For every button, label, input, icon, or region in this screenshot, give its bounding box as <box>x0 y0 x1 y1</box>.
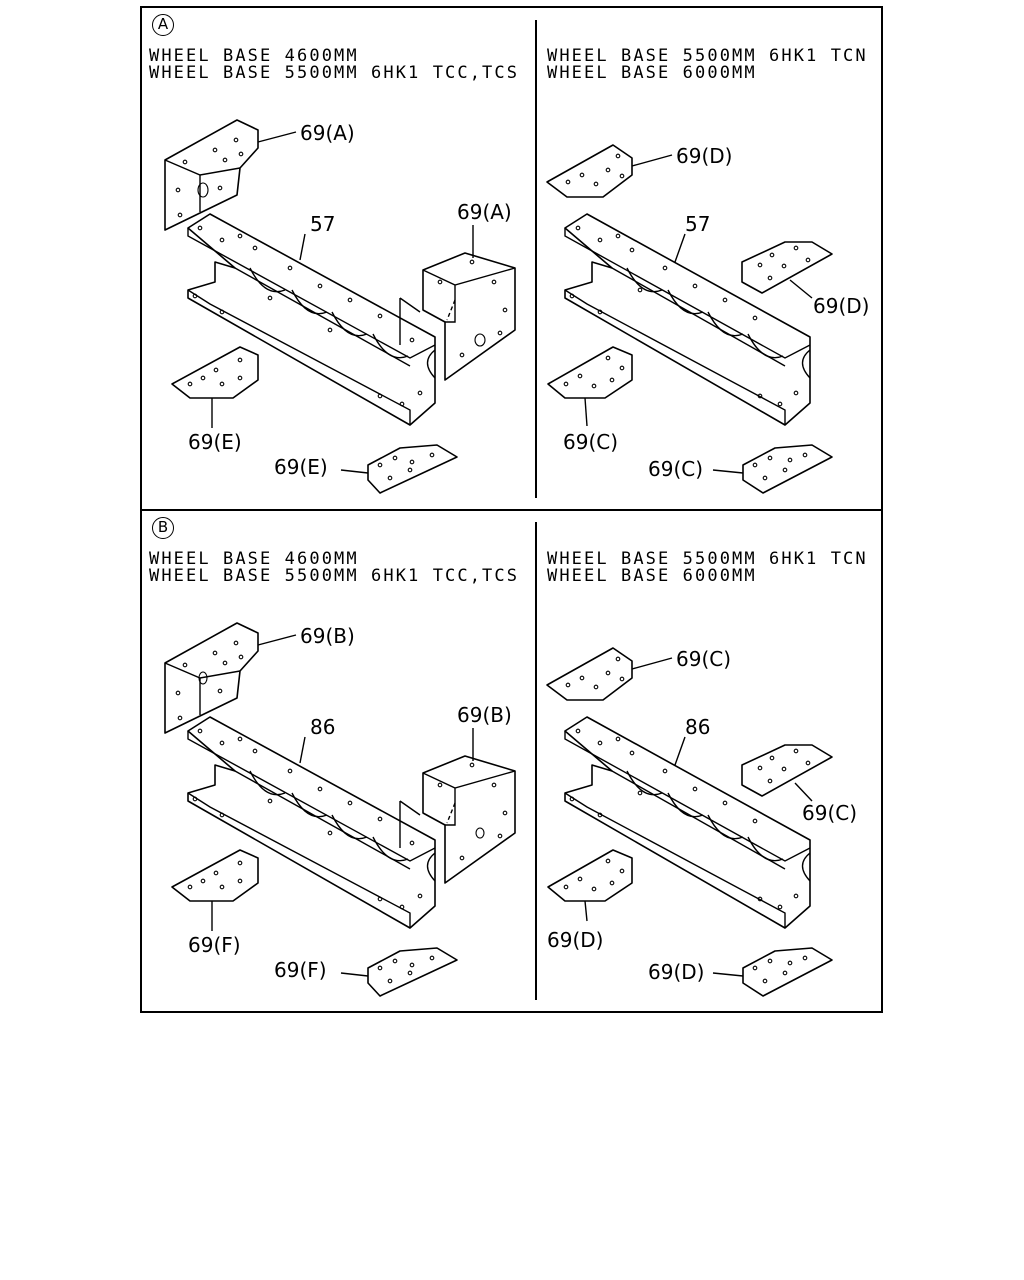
bottom-left-plate <box>547 849 633 902</box>
top-bracket <box>164 119 259 231</box>
callout-69a-top: 69(A) <box>300 121 355 145</box>
callout-69b-side: 69(B) <box>457 703 512 727</box>
bottom-right-plate <box>367 947 458 997</box>
section-a-left-line-2: WHEEL BASE 5500MM 6HK1 TCC,TCS <box>149 63 520 83</box>
panel-b-right-drawing: 69(C) 86 69(C) 69(D) 69(D) <box>546 647 857 997</box>
section-b-left-line-1: WHEEL BASE 4600MM <box>149 549 359 569</box>
bottom-left-plate <box>547 346 633 399</box>
top-plate <box>546 647 633 701</box>
callout-69b-top: 69(B) <box>300 624 355 648</box>
side-plate <box>741 744 833 797</box>
section-marker-a: A <box>152 14 174 36</box>
main-channel <box>187 716 436 929</box>
callout-69c-side: 69(C) <box>802 801 857 825</box>
panel-a-left-drawing: 69(A) 57 69(A) 69(E) 69(E) <box>164 119 516 494</box>
bottom-left-plate <box>171 346 259 399</box>
callout-69d-top: 69(D) <box>676 144 732 168</box>
panel-a-right-drawing: 69(D) 57 69(D) 69(C) 69(C) <box>546 144 869 494</box>
section-b-left-line-2: WHEEL BASE 5500MM 6HK1 TCC,TCS <box>149 566 520 586</box>
main-channel <box>564 213 811 426</box>
section-b-right-line-2: WHEEL BASE 6000MM <box>547 566 757 586</box>
main-channel <box>564 716 811 929</box>
column-divider-a <box>535 20 537 498</box>
callout-69e-right: 69(E) <box>274 455 328 479</box>
callout-69c-top: 69(C) <box>676 647 731 671</box>
section-a-right-line-2: WHEEL BASE 6000MM <box>547 63 757 83</box>
callout-69f-right: 69(F) <box>274 958 327 982</box>
part-number-57: 57 <box>310 212 335 236</box>
bottom-left-plate <box>171 849 259 902</box>
part-number-86: 86 <box>310 715 335 739</box>
panel-b-left-drawing: 69(B) 86 69(B) 69(F) 69(F) <box>164 622 516 997</box>
callout-69f-left: 69(F) <box>188 933 241 957</box>
part-number-57: 57 <box>685 212 710 236</box>
callout-69d-right: 69(D) <box>648 960 704 984</box>
section-a-left-line-1: WHEEL BASE 4600MM <box>149 46 359 66</box>
section-marker-b: B <box>152 517 174 539</box>
main-channel <box>187 213 436 426</box>
part-number-86: 86 <box>685 715 710 739</box>
callout-69d-side: 69(D) <box>813 294 869 318</box>
bottom-right-plate <box>367 444 458 494</box>
callout-69e-left: 69(E) <box>188 430 242 454</box>
section-divider <box>140 509 883 511</box>
section-b-right-line-1: WHEEL BASE 5500MM 6HK1 TCN <box>547 549 868 569</box>
callout-69c-right: 69(C) <box>648 457 703 481</box>
bottom-right-plate <box>742 947 833 997</box>
top-bracket <box>164 622 259 734</box>
callout-69c-left: 69(C) <box>563 430 618 454</box>
side-bracket <box>422 755 516 884</box>
section-a-right-line-1: WHEEL BASE 5500MM 6HK1 TCN <box>547 46 868 66</box>
bottom-right-plate <box>742 444 833 494</box>
side-plate <box>741 241 833 294</box>
column-divider-b <box>535 522 537 1000</box>
callout-69a-side: 69(A) <box>457 200 512 224</box>
callout-69d-left: 69(D) <box>547 928 603 952</box>
top-plate <box>546 144 633 198</box>
